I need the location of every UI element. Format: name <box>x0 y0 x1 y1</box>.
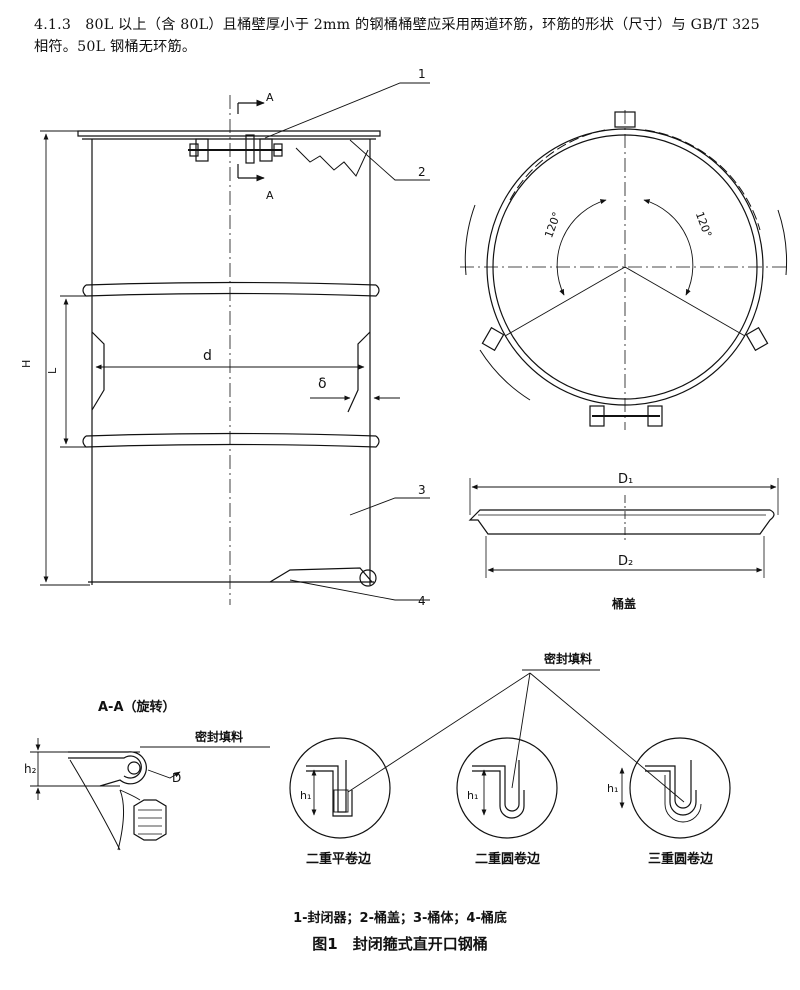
dim-height <box>40 130 90 586</box>
seam-double-round <box>456 737 558 839</box>
section-dim-h2-label: h₂ <box>24 762 37 776</box>
section-title: A-A（旋转） <box>98 699 176 715</box>
angle-left-label: 120° <box>542 210 563 239</box>
seam-sealant-label: 密封填料 <box>544 651 592 666</box>
dim-height-label: H <box>20 360 33 368</box>
seam-label-triple-round: 三重圆卷边 <box>648 851 714 867</box>
clause-text: 80L 以上（含 80L）且桶壁厚小于 2mm 的钢桶桶壁应采用两道环筋，环筋的… <box>34 17 760 55</box>
rim-curl <box>68 751 147 787</box>
lid-profile <box>468 509 775 535</box>
callout-2: 2 <box>418 165 426 179</box>
callout-1: 1 <box>418 67 426 81</box>
section-sealant-label: 密封填料 <box>195 729 243 744</box>
chime-detail-marker <box>359 569 377 587</box>
seam2-dim-h1: h₁ <box>467 789 478 802</box>
seam-triple-round <box>619 737 731 839</box>
clause-number: 4.1.3 <box>34 17 72 33</box>
seam-leaders <box>347 669 685 803</box>
figure-legend: 1-封闭器；2-桶盖；3-桶体；4-桶底 <box>293 911 507 926</box>
lid-dim-d1-label: D₁ <box>618 472 633 487</box>
dim-diameter-label: d <box>203 348 212 364</box>
lid-section-view <box>468 478 779 578</box>
dim-thickness-label: δ <box>318 376 327 392</box>
dim-spacing-label: L <box>46 367 59 374</box>
section-dim-d-label: D <box>172 771 181 785</box>
section-mark-top: A <box>266 91 274 104</box>
lid-dim-d2-label: D₂ <box>618 554 633 569</box>
lug-right <box>745 326 769 352</box>
closure-bolt <box>188 134 283 164</box>
seam1-dim-h1: h₁ <box>300 789 311 802</box>
drum-lid <box>77 130 381 137</box>
seam-double-flat <box>289 737 391 839</box>
lug-left <box>481 326 505 352</box>
seam-label-double-flat: 二重平卷边 <box>306 851 372 867</box>
lid-caption: 桶盖 <box>612 596 636 611</box>
callout-3: 3 <box>418 483 426 497</box>
angle-right-label: 120° <box>693 210 714 239</box>
callout-leaders <box>264 82 430 601</box>
dim-spacing <box>60 295 90 448</box>
drum-top-view <box>460 110 790 430</box>
section-mark-bottom: A <box>266 189 274 202</box>
seam-label-double-round: 二重圆卷边 <box>475 851 541 867</box>
section-aa-view <box>30 738 270 851</box>
callout-4: 4 <box>418 594 426 608</box>
clause-paragraph: 4.1.3 80L 以上（含 80L）且桶壁厚小于 2mm 的钢桶桶壁应采用两道… <box>34 14 774 58</box>
drum-side-view <box>77 95 381 605</box>
figure-title: 图1 封闭箍式直开口钢桶 <box>312 935 488 953</box>
seam3-dim-h1: h₁ <box>607 782 618 795</box>
